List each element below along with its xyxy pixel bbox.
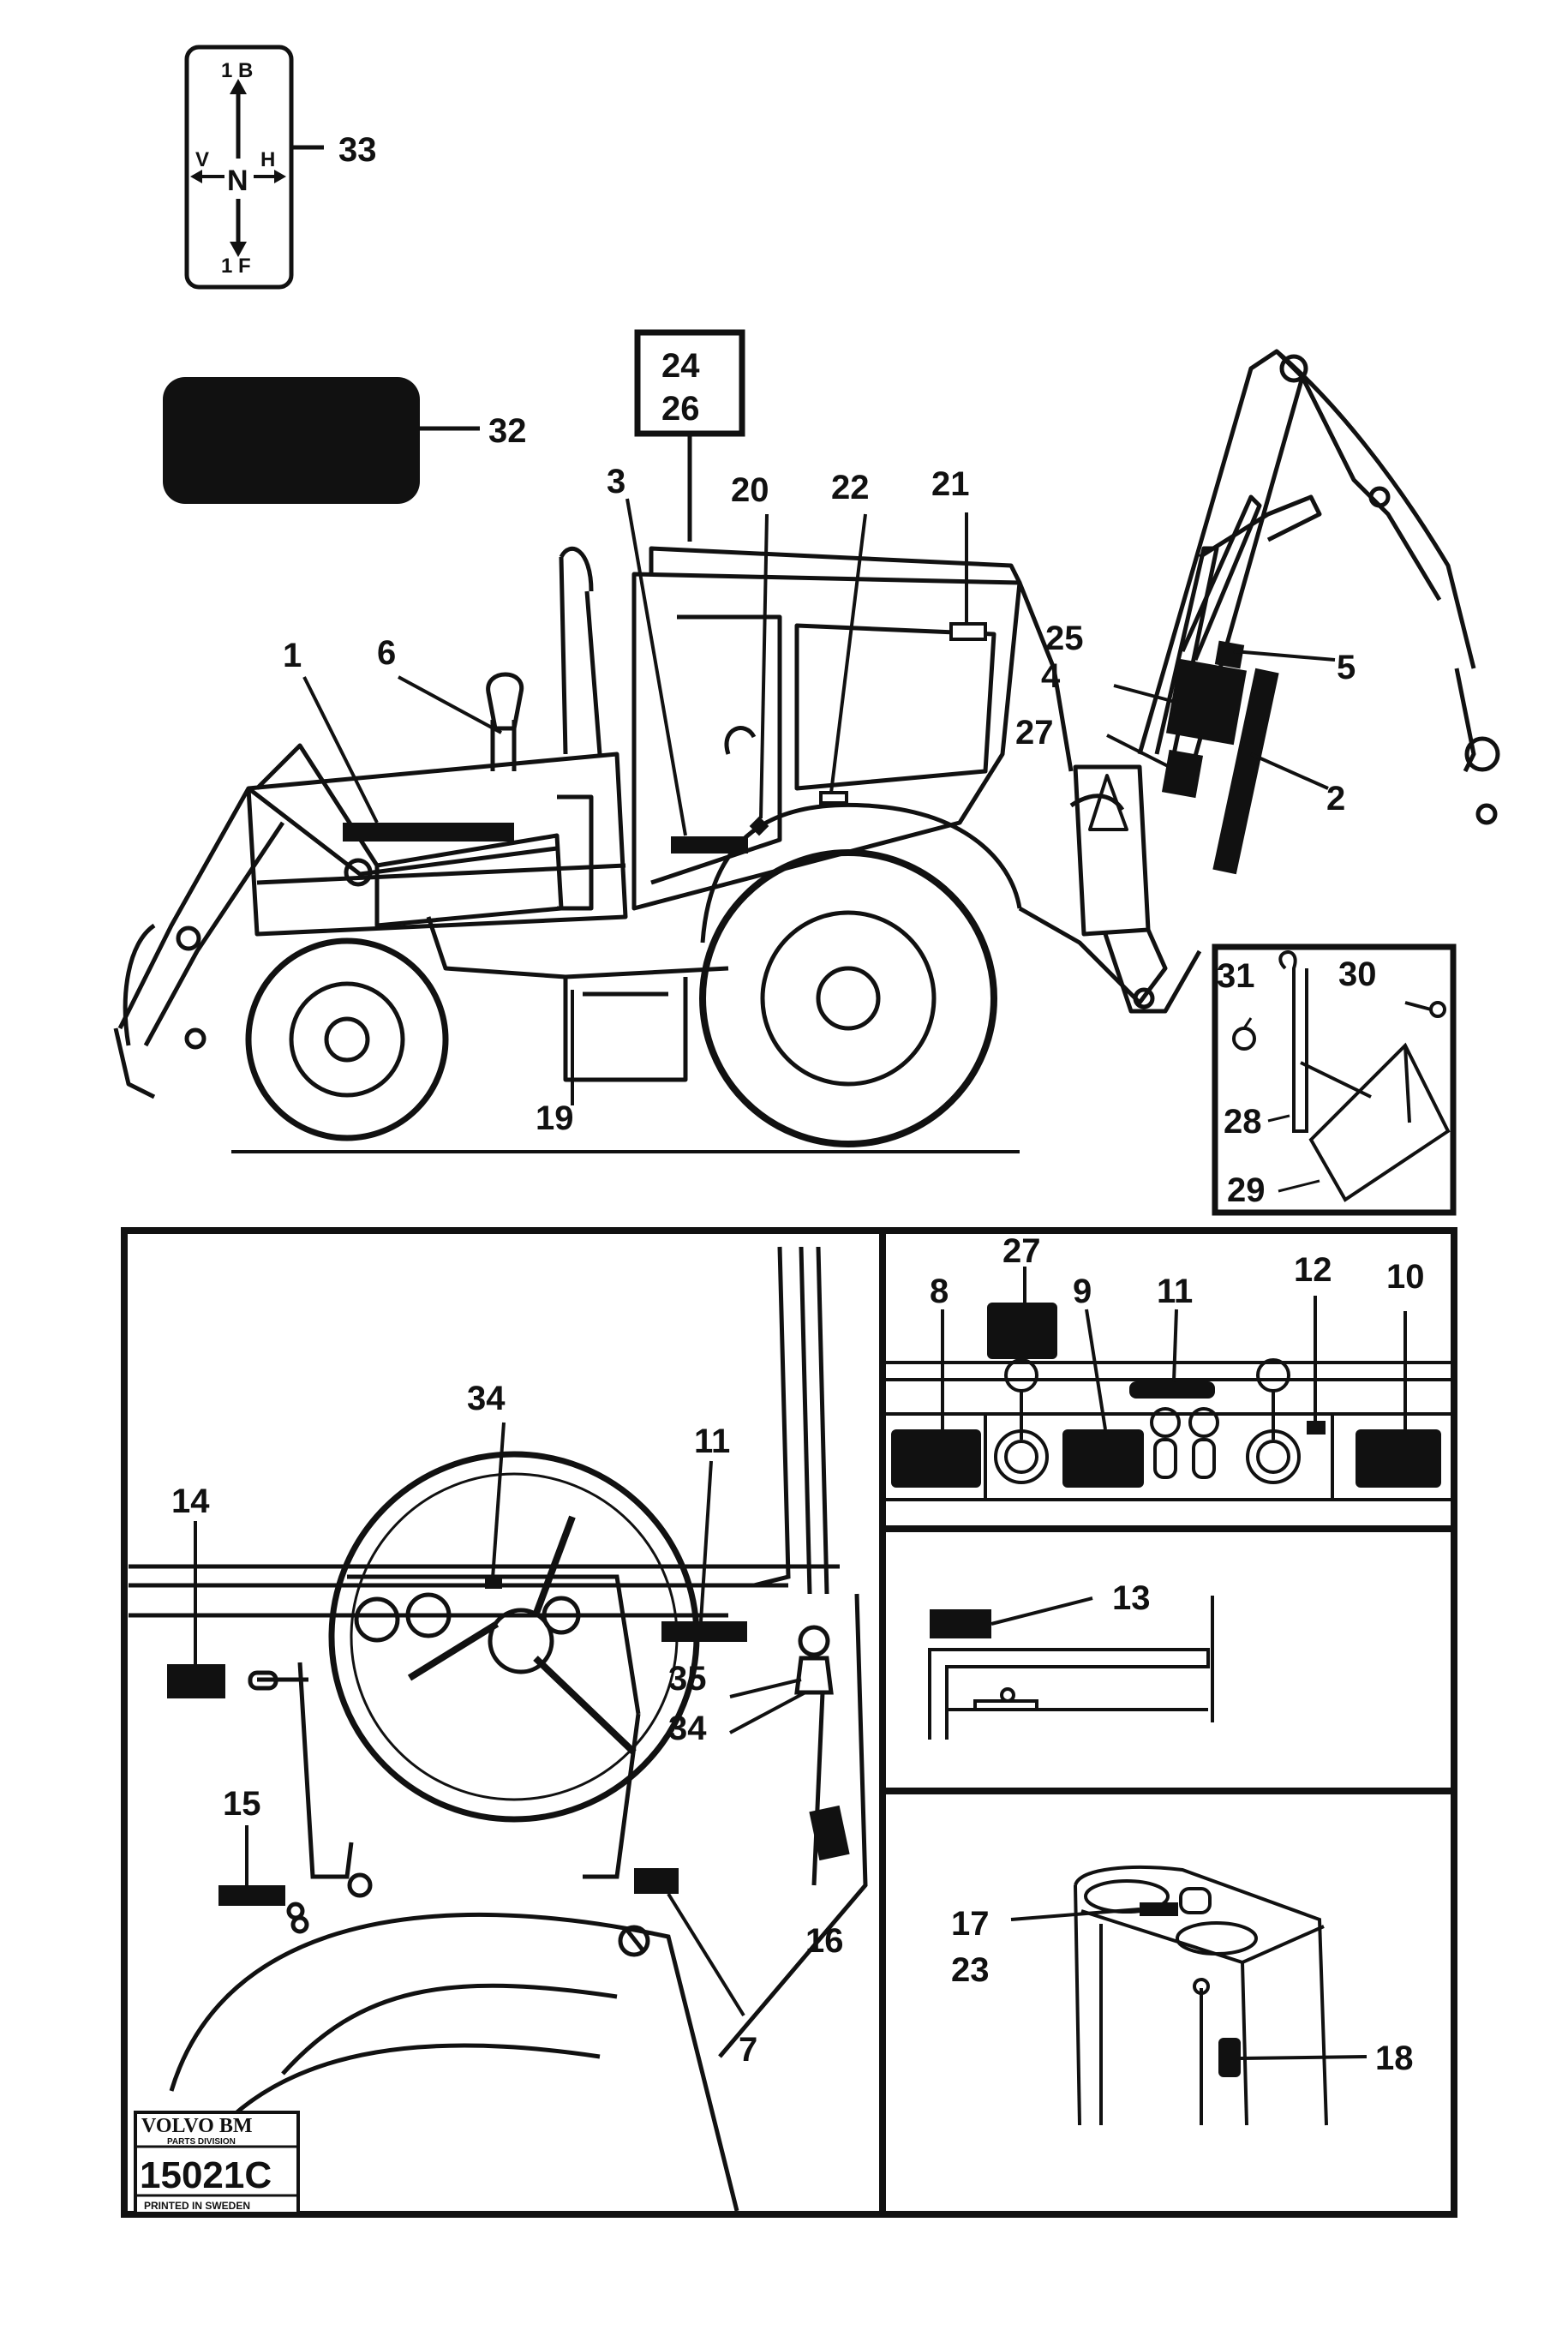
brand-name: VOLVO BM [141, 2115, 253, 2137]
decal-22 [819, 791, 848, 805]
callout-12: 12 [1294, 1251, 1332, 1289]
cab-roof-box-label: 24 26 [634, 329, 745, 542]
decal-10 [1356, 1429, 1441, 1488]
machine-decals [343, 622, 1279, 875]
decal-12 [1307, 1421, 1326, 1435]
decal-9 [1062, 1429, 1144, 1488]
decal-18 [1218, 2038, 1241, 2077]
callout-16: 16 [805, 1922, 844, 1960]
callout-33: 33 [338, 131, 377, 169]
callout-6: 6 [377, 634, 396, 672]
callout-14: 14 [171, 1482, 210, 1520]
callout-3: 3 [607, 463, 625, 500]
decal-17 [1140, 1902, 1178, 1916]
shift-top-label: 1 B [221, 59, 253, 82]
decal-27-panel [987, 1303, 1057, 1359]
callout-29: 29 [1227, 1171, 1266, 1209]
callout-19: 19 [536, 1099, 574, 1137]
callout-21: 21 [931, 465, 970, 503]
lower-panels-frame [121, 1227, 1457, 2218]
decal-8 [891, 1429, 981, 1488]
decal-20 [749, 816, 769, 836]
decal-7 [634, 1868, 679, 1894]
callout-22: 22 [831, 469, 870, 506]
callout-8: 8 [930, 1273, 949, 1310]
decal-27-machine [1161, 749, 1204, 799]
machine-leader-lines [302, 498, 1336, 1105]
callout-2: 2 [1326, 780, 1345, 818]
door-panel-inset: 13 [928, 1579, 1214, 1740]
decal-34-wheel [485, 1578, 502, 1589]
decal-2 [1212, 668, 1279, 875]
shift-bottom-label: 1 F [221, 255, 251, 278]
decal-1 [343, 823, 514, 842]
control-panel-inset: 8 27 9 11 12 10 [883, 1232, 1454, 1501]
callout-1: 1 [283, 637, 302, 674]
cab-interior-panel: 14 15 34 11 35 34 16 7 [129, 1246, 868, 2212]
machine-callouts: 1 6 3 20 22 21 25 4 5 27 2 19 [283, 463, 1356, 1137]
callout-18: 18 [1375, 2040, 1414, 2077]
decal-11-cab [661, 1621, 747, 1642]
callout-31: 31 [1217, 957, 1255, 995]
callout-23: 23 [951, 1951, 990, 1989]
callout-32: 32 [488, 412, 527, 450]
drawing-code: 15021C [140, 2154, 272, 2196]
box-label-line2: 26 [661, 390, 700, 428]
callout-34-top: 34 [467, 1380, 506, 1417]
callout-4: 4 [1041, 657, 1061, 695]
callout-34-side: 34 [668, 1710, 707, 1747]
callout-11-cab: 11 [694, 1423, 730, 1460]
decal-14 [167, 1664, 225, 1698]
decal-15 [218, 1885, 285, 1906]
tank-panel-inset: 17 23 18 [951, 1866, 1414, 2126]
decal-16 [809, 1805, 850, 1861]
box-label-line1: 24 [661, 347, 700, 385]
callout-13: 13 [1112, 1579, 1151, 1617]
decal-21 [949, 622, 987, 641]
callout-10: 10 [1386, 1258, 1425, 1296]
callout-35: 35 [668, 1660, 707, 1698]
callout-7: 7 [739, 2031, 757, 2069]
parts-division: PARTS DIVISION [167, 2137, 236, 2147]
plate-decal: 32 [163, 377, 527, 504]
shift-left-label: V [195, 148, 209, 171]
shift-center-label: N [227, 165, 248, 197]
decal-4 [1165, 658, 1248, 746]
callout-17: 17 [951, 1905, 990, 1943]
decal-3 [671, 836, 748, 854]
decal-13 [930, 1609, 991, 1638]
printed-in: PRINTED IN SWEDEN [144, 2200, 250, 2212]
callout-11-panel: 11 [1157, 1273, 1193, 1310]
hitch-inset: 31 30 28 29 [1212, 943, 1457, 1216]
callout-15: 15 [223, 1785, 261, 1823]
volvo-bm-logo-box: VOLVO BM PARTS DIVISION 15021C PRINTED I… [134, 2111, 300, 2215]
callout-25: 25 [1045, 620, 1084, 657]
callout-27-machine: 27 [1015, 714, 1054, 752]
callout-5: 5 [1337, 649, 1356, 686]
callout-28: 28 [1224, 1103, 1262, 1141]
callout-9: 9 [1073, 1273, 1092, 1310]
backhoe-loader-side-view [113, 349, 1500, 1153]
shift-pattern-decal: 1 B 1 F V N H 33 [184, 45, 377, 290]
shift-right-label: H [260, 148, 275, 171]
decal-11-panel [1129, 1381, 1215, 1399]
callout-27-panel: 27 [1002, 1232, 1041, 1270]
decal-5 [1214, 640, 1245, 669]
callout-20: 20 [731, 471, 769, 509]
callout-30: 30 [1338, 955, 1377, 993]
